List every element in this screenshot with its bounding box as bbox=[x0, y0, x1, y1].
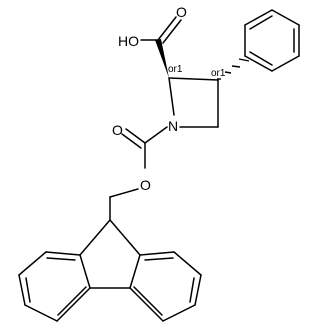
phenyl-ring bbox=[244, 9, 300, 72]
bond-c-o-double-1 bbox=[157, 16, 177, 41]
fluorene-ring-system bbox=[18, 219, 202, 322]
atom-label-carbamate-oxygen: O bbox=[112, 122, 123, 138]
bond-n-carbamate-c bbox=[144, 126, 168, 144]
stereo-label-c3: or1 bbox=[211, 68, 226, 79]
atom-label-acid-oxygen: O bbox=[176, 4, 187, 20]
wedge-bond-c2-carboxyl bbox=[155, 39, 169, 78]
bond-c2-n bbox=[168, 77, 175, 116]
bond-c-o-double-2 bbox=[162, 19, 182, 44]
stereo-label-c2: or1 bbox=[168, 64, 183, 75]
bond-o-ch2 bbox=[109, 188, 139, 198]
atom-label-nitrogen: N bbox=[168, 118, 178, 134]
atom-label-hydroxyl: HO bbox=[118, 33, 139, 49]
bond-c2-c3 bbox=[168, 77, 219, 81]
atom-label-ester-oxygen: O bbox=[140, 177, 151, 193]
hashed-bond-c3-phenyl bbox=[217, 58, 250, 80]
bond-carbamate-c-o-double-1 bbox=[125, 128, 146, 144]
bond-carbamate-c-o-double-2 bbox=[121, 133, 142, 149]
